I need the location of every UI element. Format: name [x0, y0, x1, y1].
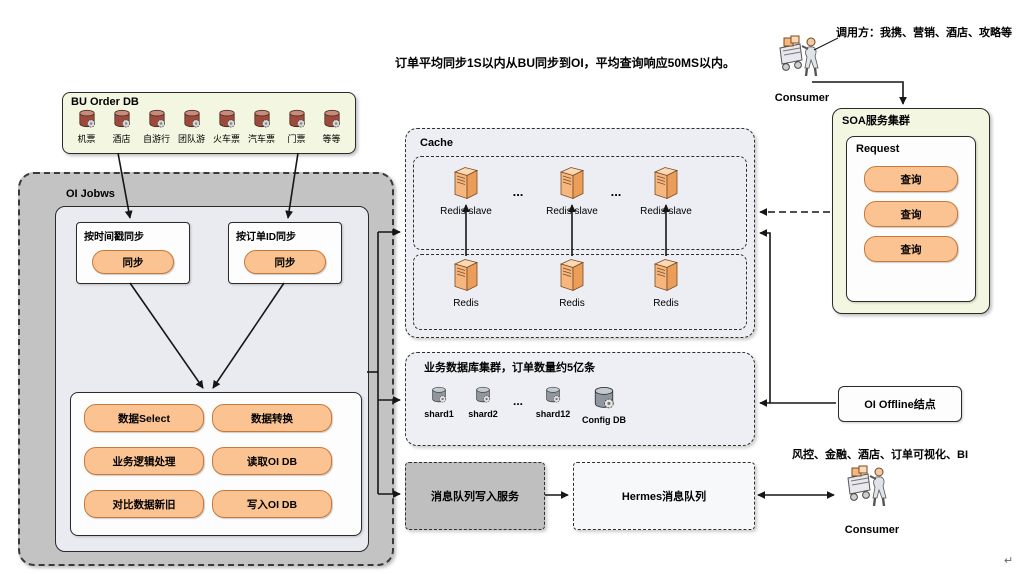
redis-master-node: Redis — [539, 258, 605, 309]
consumer-top-label: Consumer — [774, 92, 830, 104]
bu-order-db-title: BU Order DB — [71, 96, 139, 108]
shard-label: shard12 — [535, 409, 571, 419]
caller-note: 调用方：我携、营销、酒店、攻略等 — [836, 27, 1012, 39]
server-icon — [652, 167, 680, 204]
database-icon — [545, 386, 561, 408]
cache-cluster-box: Cache — [405, 128, 755, 338]
arrow-offline-to-cache — [759, 229, 771, 403]
bu-db-item: 火车票 — [209, 109, 244, 145]
database-icon — [593, 386, 615, 414]
bu-db-label: 门票 — [287, 134, 306, 144]
bu-db-label: 等等 — [322, 134, 341, 144]
sync-by-timestamp-title: 按时间戳同步 — [84, 232, 144, 243]
consumer-top-icon — [778, 34, 826, 80]
hermes-mq-box: Hermes消息队列 — [573, 462, 755, 530]
return-mark: ↵ — [1004, 555, 1014, 567]
step-read-oi-db-pill: 读取OI DB — [212, 447, 332, 475]
bu-db-label: 酒店 — [112, 134, 131, 144]
query-pill: 查询 — [864, 166, 958, 192]
bu-db-label: 汽车票 — [247, 134, 275, 144]
redis-master-group — [413, 254, 747, 330]
bu-db-item: 等等 — [314, 109, 349, 145]
mq-write-service-box: 消息队列写入服务 — [405, 462, 545, 530]
bu-db-row: 机票 酒店 自游行 团队游 火车票 汽车票 — [69, 109, 349, 145]
database-icon — [183, 109, 201, 133]
sync-by-orderid-title: 按订单ID同步 — [236, 232, 296, 243]
bu-db-item: 门票 — [279, 109, 314, 145]
redis-slave-label: Redis slave — [546, 206, 598, 217]
consumer-bottom-label: Consumer — [844, 524, 900, 536]
redis-slave-group — [413, 156, 747, 250]
query-pill: 查询 — [864, 236, 958, 262]
shard-label: shard1 — [424, 409, 454, 419]
redis-slave-node: Redis slave — [633, 166, 699, 217]
bu-order-db-panel: BU Order DB 机票 酒店 自游行 团队游 火车票 — [62, 92, 356, 154]
step-data-select-pill: 数据Select — [84, 404, 204, 432]
database-icon — [475, 386, 491, 408]
shard-node: shard2 — [461, 386, 505, 420]
query-pill: 查询 — [864, 201, 958, 227]
shard-label: shard2 — [468, 409, 498, 419]
consumer-bottom-icon — [846, 464, 894, 510]
server-icon — [558, 259, 586, 296]
shard-row: shard1 shard2 ... shard12 Config DB — [417, 386, 633, 426]
redis-slave-node: Redis slave — [539, 166, 605, 217]
redis-master-label: Redis — [453, 298, 479, 309]
database-icon — [431, 386, 447, 408]
oi-offline-node-box: OI Offline结点 — [838, 386, 962, 422]
db-cluster-box: 业务数据库集群，订单数量约5亿条 — [405, 352, 755, 446]
bu-db-item: 团队游 — [174, 109, 209, 145]
database-icon — [218, 109, 236, 133]
database-icon — [78, 109, 96, 133]
shard-node: shard1 — [417, 386, 461, 420]
server-icon — [452, 259, 480, 296]
redis-slave-label: Redis slave — [440, 206, 492, 217]
request-title: Request — [856, 143, 900, 155]
redis-slave-label: Redis slave — [640, 206, 692, 217]
bu-db-label: 机票 — [77, 134, 96, 144]
soa-cluster-title: SOA服务集群 — [842, 115, 910, 127]
ellipsis-text: ... — [512, 184, 524, 199]
server-icon — [652, 259, 680, 296]
redis-master-node: Redis — [633, 258, 699, 309]
sync-button: 同步 — [244, 250, 326, 274]
database-icon — [253, 109, 271, 133]
bu-db-item: 汽车票 — [244, 109, 279, 145]
redis-master-node: Redis — [433, 258, 499, 309]
database-icon — [113, 109, 131, 133]
ellipsis-text: ... — [512, 394, 523, 408]
step-compare-data-pill: 对比数据新旧 — [84, 490, 204, 518]
bu-db-item: 酒店 — [104, 109, 139, 145]
redis-slave-node: Redis slave — [433, 166, 499, 217]
shard-node: shard12 — [531, 386, 575, 420]
consumer-bottom-note: 风控、金融、酒店、订单可视化、BI — [792, 449, 968, 461]
database-icon — [323, 109, 341, 133]
bu-db-item: 自游行 — [139, 109, 174, 145]
oi-jobs-title: OI Jobws — [66, 188, 115, 200]
ellipsis-text: ... — [610, 184, 622, 199]
database-icon — [148, 109, 166, 133]
cache-title: Cache — [420, 137, 454, 149]
bu-db-label: 自游行 — [142, 134, 170, 144]
bu-db-label: 团队游 — [177, 134, 205, 144]
step-business-logic-pill: 业务逻辑处理 — [84, 447, 204, 475]
config-db-label: Config DB — [582, 415, 626, 425]
sync-button: 同步 — [92, 250, 174, 274]
bu-db-item: 机票 — [69, 109, 104, 145]
step-data-transform-pill: 数据转换 — [212, 404, 332, 432]
step-write-oi-db-pill: 写入OI DB — [212, 490, 332, 518]
redis-master-label: Redis — [559, 298, 585, 309]
sync-sla-note: 订单平均同步1S以内从BU同步到OI，平均查询响应50MS以内。 — [395, 56, 736, 70]
server-icon — [452, 167, 480, 204]
config-db-node: Config DB — [575, 386, 633, 426]
db-cluster-title: 业务数据库集群，订单数量约5亿条 — [424, 362, 596, 374]
redis-master-label: Redis — [653, 298, 679, 309]
server-icon — [558, 167, 586, 204]
bu-db-label: 火车票 — [212, 134, 240, 144]
database-icon — [288, 109, 306, 133]
